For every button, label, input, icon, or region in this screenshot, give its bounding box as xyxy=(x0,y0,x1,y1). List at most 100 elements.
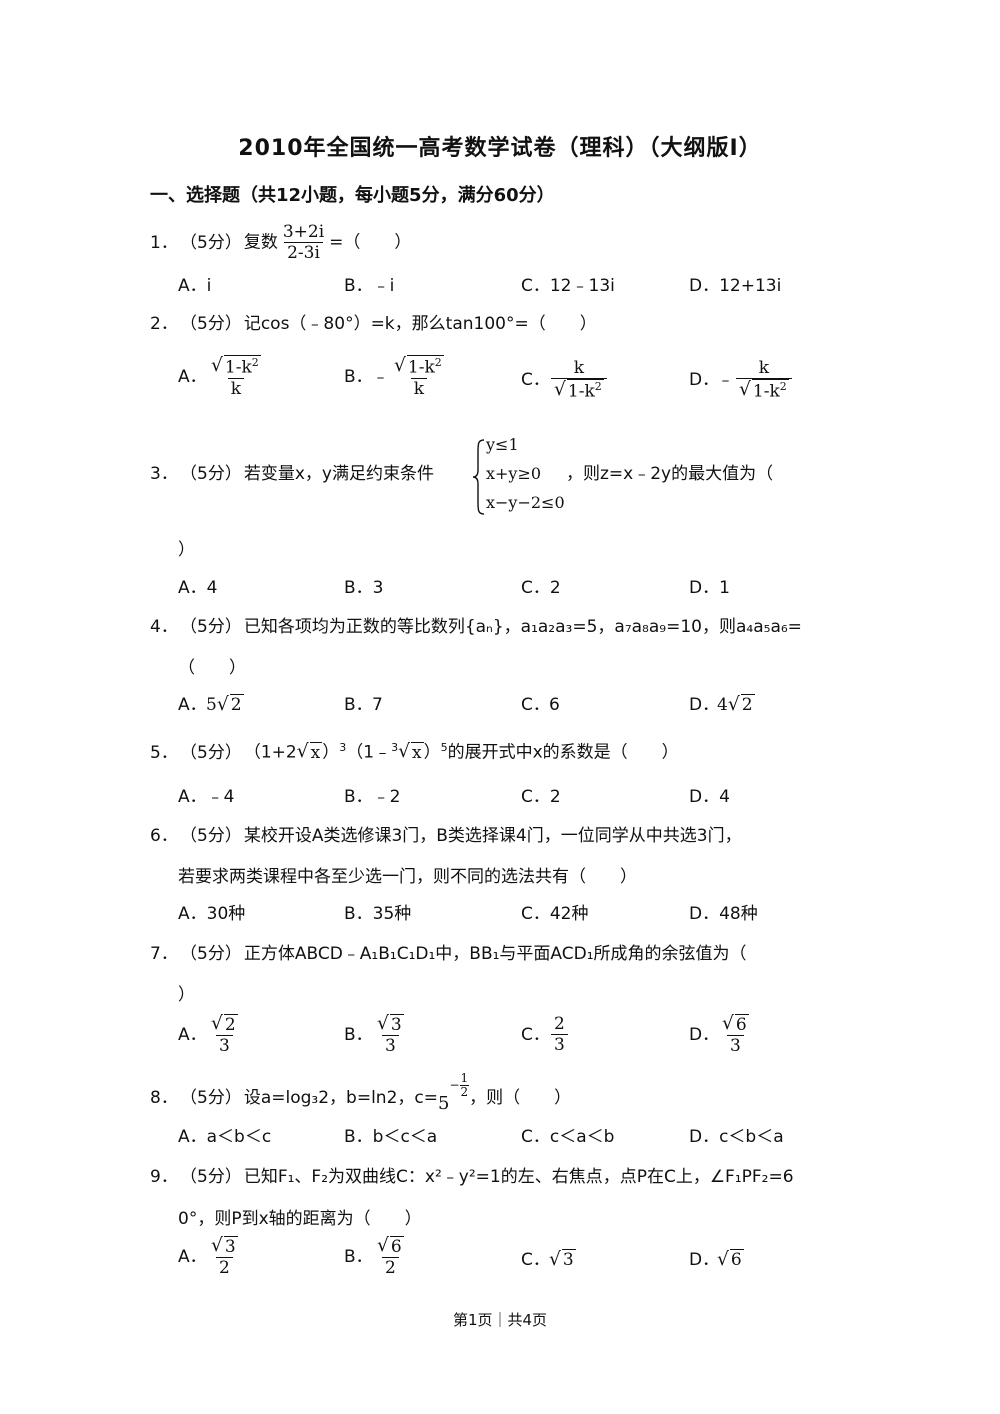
numerator: 1 xyxy=(460,1071,469,1085)
exponent-sign: − xyxy=(449,1078,460,1092)
question-number: 8． xyxy=(150,1088,178,1108)
option-c: C．√3 xyxy=(521,1248,576,1271)
question-3: 3．（5分）若变量x，y满足约束条件 xyxy=(150,462,434,486)
exponent: 2 xyxy=(251,356,259,369)
option-d: D．4 xyxy=(689,787,730,807)
radicand: 6 xyxy=(389,1236,404,1257)
option-c: C．k√1-k2 xyxy=(521,358,609,402)
option-letter: C． xyxy=(521,1024,550,1045)
option-a: A．﹣4 xyxy=(178,787,235,807)
option-letter: B． xyxy=(344,1025,373,1046)
exponent: 2 xyxy=(594,380,602,393)
option-a: A．30种 xyxy=(178,904,246,924)
option-b: B．7 xyxy=(344,693,383,717)
radicand: x xyxy=(309,741,323,763)
option-d: D．12+13i xyxy=(689,276,782,296)
question-continuation: ） xyxy=(178,985,195,1005)
option-c: C．2 xyxy=(521,578,561,598)
denominator: k xyxy=(410,378,428,399)
radicand: 3 xyxy=(223,1236,238,1257)
question-stem-end: ，则z=x﹣2y的最大值为（ xyxy=(566,464,774,484)
exponent: 2 xyxy=(779,380,787,393)
option-d: D．c＜b＜a xyxy=(689,1127,784,1147)
option-letter: A． xyxy=(178,695,207,715)
power-base: 5 xyxy=(437,1093,450,1114)
left-brace-icon xyxy=(472,439,485,515)
score-tag: （5分） xyxy=(180,742,242,763)
question-2: 2．（5分）记cos（﹣80°）=k，那么tan100°=（ ） xyxy=(150,312,597,336)
radicand: 1-k xyxy=(567,381,595,402)
option-d: D．1 xyxy=(689,578,730,598)
question-stem: 正方体ABCD﹣A₁B₁C₁D₁中，BB₁与平面ACD₁所成角的余弦值为（ xyxy=(243,944,747,964)
numerator: k xyxy=(573,358,585,378)
question-stem-end: 的展开式中x的系数是（ ） xyxy=(447,742,679,763)
question-number: 7． xyxy=(150,944,178,964)
option-letter: C． xyxy=(521,370,550,391)
option-c: C．2 xyxy=(521,787,561,807)
question-5: 5．（5分）（1+2√x）3（1﹣3√x）5的展开式中x的系数是（ ） xyxy=(150,741,679,763)
question-stem: 复数 xyxy=(243,232,278,253)
option-b: B．3 xyxy=(344,578,384,598)
radicand: 1-k xyxy=(407,357,435,378)
coefficient: 4 xyxy=(717,695,728,715)
question-number: 1． xyxy=(150,232,178,253)
numerator: 3+2i xyxy=(282,222,325,242)
option-letter: C． xyxy=(521,1250,550,1270)
question-number: 4． xyxy=(150,617,178,637)
option-b: B．﹣2 xyxy=(344,787,401,807)
question-stem: 若变量x，y满足约束条件 xyxy=(243,464,434,484)
question-stem: 记cos（﹣80°）=k，那么tan100°=（ ） xyxy=(243,314,597,334)
score-tag: （5分） xyxy=(180,944,242,964)
radicand: 6 xyxy=(734,1014,749,1035)
question-number: 3． xyxy=(150,464,178,484)
option-letter: B． xyxy=(344,1247,373,1268)
score-tag: （5分） xyxy=(180,1088,242,1108)
score-tag: （5分） xyxy=(180,1167,242,1187)
option-b: B．﹣i xyxy=(344,276,395,296)
question-stem-end: =（ ） xyxy=(329,232,412,253)
coefficient: 5 xyxy=(206,695,217,715)
question-continuation: ） xyxy=(178,540,195,560)
option-c: C．c＜a＜b xyxy=(521,1127,615,1147)
option-d: D．﹣k√1-k2 xyxy=(689,358,794,402)
page-footer: 第1页｜共4页 xyxy=(452,1311,548,1329)
option-letter: D． xyxy=(689,1250,720,1270)
option-a: A．a＜b＜c xyxy=(178,1127,272,1147)
option-letter: C． xyxy=(521,695,550,715)
score-tag: （5分） xyxy=(180,826,242,846)
page-title: 2010年全国统一高考数学试卷（理科）（大纲版Ⅰ） xyxy=(238,136,762,161)
option-d: D．4√2 xyxy=(689,693,755,716)
section-heading: 一、选择题（共12小题，每小题5分，满分60分） xyxy=(150,185,555,206)
question-number: 9． xyxy=(150,1167,178,1187)
denominator: k xyxy=(227,378,245,399)
fraction: k√1-k2 xyxy=(736,358,792,402)
denominator: 3 xyxy=(726,1035,744,1056)
radicand: 2 xyxy=(223,1014,238,1035)
option-a: A．i xyxy=(178,276,212,296)
minus-sign: ﹣ xyxy=(717,370,734,391)
denominator: 2 xyxy=(215,1257,233,1278)
constraint-1: y≤1 xyxy=(486,435,519,454)
constraint-3: x−y−2≤0 xyxy=(486,493,565,512)
score-tag: （5分） xyxy=(180,464,242,484)
expr-part: ） xyxy=(423,742,441,763)
option-a: A．4 xyxy=(178,578,218,598)
question-4: 4．（5分）已知各项均为正数的等比数列{aₙ}，a₁a₂a₃=5，a₇a₈a₉=… xyxy=(150,615,802,639)
question-number: 6． xyxy=(150,826,178,846)
question-number: 5． xyxy=(150,742,178,763)
option-c: C．6 xyxy=(521,693,560,717)
expr-part: （1+2 xyxy=(243,742,297,763)
question-continuation: 若要求两类课程中各至少选一门，则不同的选法共有（ ） xyxy=(178,867,637,887)
option-d: D．48种 xyxy=(689,904,758,924)
option-b: B．b＜c＜a xyxy=(344,1127,438,1147)
option-letter: A． xyxy=(178,1247,207,1268)
constraint-2: x+y≥0 xyxy=(486,464,542,483)
denominator: 3 xyxy=(215,1035,233,1056)
